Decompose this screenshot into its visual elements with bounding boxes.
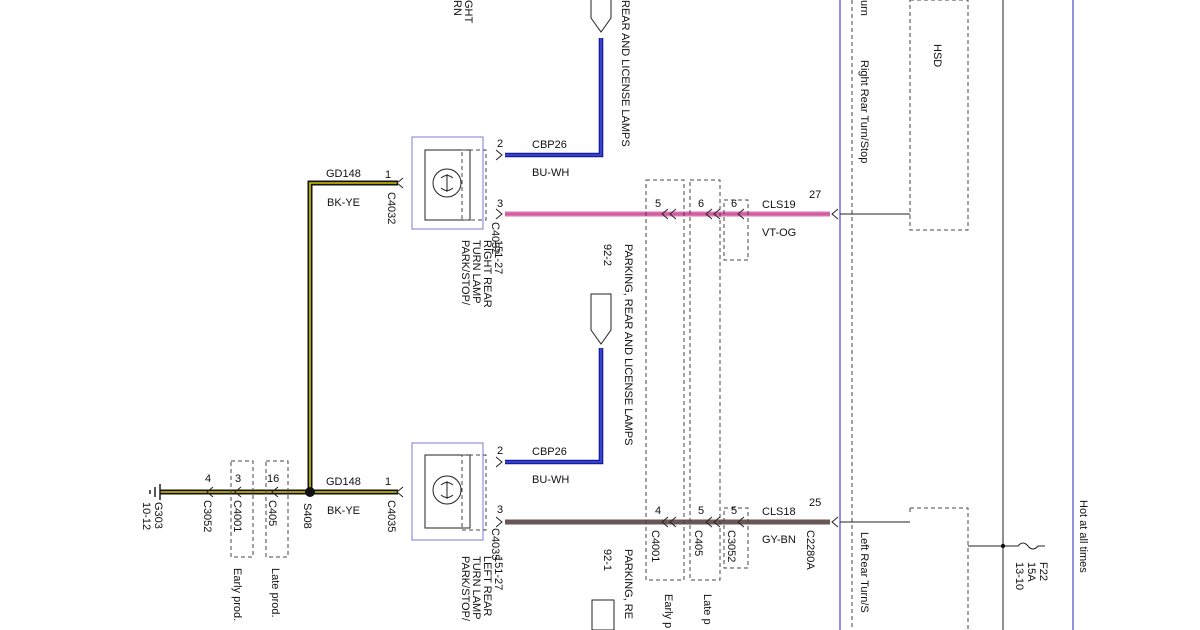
right-lamp-name-line-2: TURN LAMP xyxy=(470,240,482,303)
splice-s408-label: S408 xyxy=(301,503,313,529)
left-module-pin: 25 xyxy=(809,497,821,509)
license-lamps-upper-label: PARKING, REAR AND LICENSE LAMPS xyxy=(622,244,634,446)
right-lamp-name-line-4: 151-27 xyxy=(492,240,504,274)
splice-s408-dot xyxy=(305,487,315,497)
right-lamp-connector-right: C4032 xyxy=(489,222,501,254)
right-feed-color-label: VT-OG xyxy=(762,227,796,239)
module-right-func-top: urn xyxy=(858,0,870,16)
upper-license-connector-symbol xyxy=(590,0,612,33)
fuse-ref-label: 13-10 xyxy=(1013,562,1025,590)
fuse-amp-label: 15A xyxy=(1025,562,1037,582)
left-ground-color-label: BK-YE xyxy=(327,505,360,517)
left-ground-circuit-label: GD148 xyxy=(326,476,361,488)
right-c4001-pin: 5 xyxy=(655,198,661,210)
early-prod-label: Early p xyxy=(662,594,674,628)
lower-license-connector-partial xyxy=(591,599,615,630)
right-license-wire xyxy=(505,38,604,158)
left-feed-color-label: GY-BN xyxy=(762,534,796,546)
c405-late-box xyxy=(265,460,289,558)
license-lamps-upper-ref: 92-2 xyxy=(601,244,613,266)
left-module-connector-label: C2280A xyxy=(804,530,816,570)
left-lamp-name-line-4: 151-27 xyxy=(492,556,504,590)
left-lamp-pin-2: 2 xyxy=(497,445,503,457)
c4001-column xyxy=(645,179,685,581)
ground-c4001-label: C4001 xyxy=(231,500,243,532)
ground-c3052-pin: 4 xyxy=(205,473,211,485)
left-lamp-box xyxy=(411,442,484,541)
license-lamps-lower-ref: 92-1 xyxy=(601,549,613,571)
license-lamps-lower-label: PARKING, RE xyxy=(622,549,634,619)
module-left-func: Left Rear Turn/S xyxy=(858,532,870,613)
right-module-pin: 27 xyxy=(809,189,821,201)
ground-ref-label: 10-12 xyxy=(140,502,152,530)
right-lamp-pin-3: 3 xyxy=(497,198,503,210)
left-license-wire xyxy=(505,348,604,465)
left-lamp-pin-3: 3 xyxy=(497,504,503,516)
left-lamp-name-line-2: TURN LAMP xyxy=(470,556,482,619)
left-lamp-connector-right: C4035 xyxy=(489,528,501,560)
fuse-id-label: F22 xyxy=(1037,562,1049,581)
left-lamp-name-line-1: PARK/STOP/ xyxy=(459,556,471,622)
right-ground-circuit-label: GD148 xyxy=(326,168,361,180)
right-c405-pin: 6 xyxy=(698,198,704,210)
right-lamp-bulb-icon xyxy=(432,168,462,198)
right-lamp-name: PARK/STOP/ TURN LAMP RIGHT REAR 151-27 xyxy=(459,240,504,311)
ground-early-label: Early prod. xyxy=(231,568,243,621)
ground-id-label: G303 xyxy=(152,502,164,529)
left-c3052-pin: 5 xyxy=(731,505,737,517)
left-c4001-label: C4001 xyxy=(649,530,661,562)
ground-c405-label: C405 xyxy=(266,500,278,526)
ground-c4001-pin: 3 xyxy=(235,473,241,485)
left-lamp-name-line-3: LEFT REAR xyxy=(481,556,493,616)
left-lamp-name: PARK/STOP/ TURN LAMP LEFT REAR 151-27 xyxy=(459,556,504,624)
turn-right-partial-label-line-2: GHT xyxy=(462,0,474,24)
upper-license-partial-label: REAR AND LICENSE LAMPS xyxy=(619,0,631,147)
hot-at-all-times-label: Hot at all times xyxy=(1077,500,1089,573)
right-license-circuit-label: CBP26 xyxy=(532,139,567,151)
left-c405-pin: 5 xyxy=(698,505,704,517)
left-license-color-label: BU-WH xyxy=(532,474,569,486)
right-c3052-pin: 6 xyxy=(731,198,737,210)
turn-right-partial-label: RNGHT xyxy=(451,0,474,24)
left-license-circuit-label: CBP26 xyxy=(532,446,567,458)
right-lamp-box xyxy=(411,136,484,230)
late-prod-label: Late p xyxy=(701,594,713,625)
right-lamp-connector-left: C4032 xyxy=(385,192,397,224)
right-lamp-name-line-3: RIGHT REAR xyxy=(481,240,493,308)
ground-c405-pin: 16 xyxy=(267,473,279,485)
right-ground-color-label: BK-YE xyxy=(327,197,360,209)
ground-late-label: Late prod. xyxy=(269,568,281,618)
left-lamp-connector-left: C4035 xyxy=(385,500,397,532)
ground-g303-icon xyxy=(149,484,161,500)
c405-column xyxy=(689,179,721,581)
hsd-box xyxy=(909,0,969,231)
left-c3052-label: C3052 xyxy=(725,530,737,562)
left-lamp-pin-1: 1 xyxy=(385,476,391,488)
right-feed-circuit-label: CLS19 xyxy=(762,199,796,211)
right-lamp-pin-2: 2 xyxy=(497,138,503,150)
right-rear-lamp xyxy=(411,136,487,230)
fuse-f22-icon xyxy=(1010,542,1045,550)
left-feed-circuit-label: CLS18 xyxy=(762,506,796,518)
left-c405-label: C405 xyxy=(692,530,704,556)
lower-license-connector-symbol xyxy=(590,293,612,345)
c4001-early-box xyxy=(230,460,254,558)
module-hsd-label: HSD xyxy=(931,44,943,67)
left-lamp-bulb-icon xyxy=(432,475,462,505)
left-c4001-pin: 4 xyxy=(655,505,661,517)
turn-right-partial-label-line-1: RN xyxy=(451,0,463,16)
right-license-color-label: BU-WH xyxy=(532,167,569,179)
left-rear-lamp xyxy=(411,442,487,541)
ground-wire-right-lamp xyxy=(307,180,398,492)
right-lamp-pin-1: 1 xyxy=(385,169,391,181)
ground-c3052-label: C3052 xyxy=(201,500,213,532)
module-right-func: Right Rear Turn/Stop xyxy=(858,60,870,163)
right-lamp-name-line-1: PARK/STOP/ xyxy=(459,240,471,306)
